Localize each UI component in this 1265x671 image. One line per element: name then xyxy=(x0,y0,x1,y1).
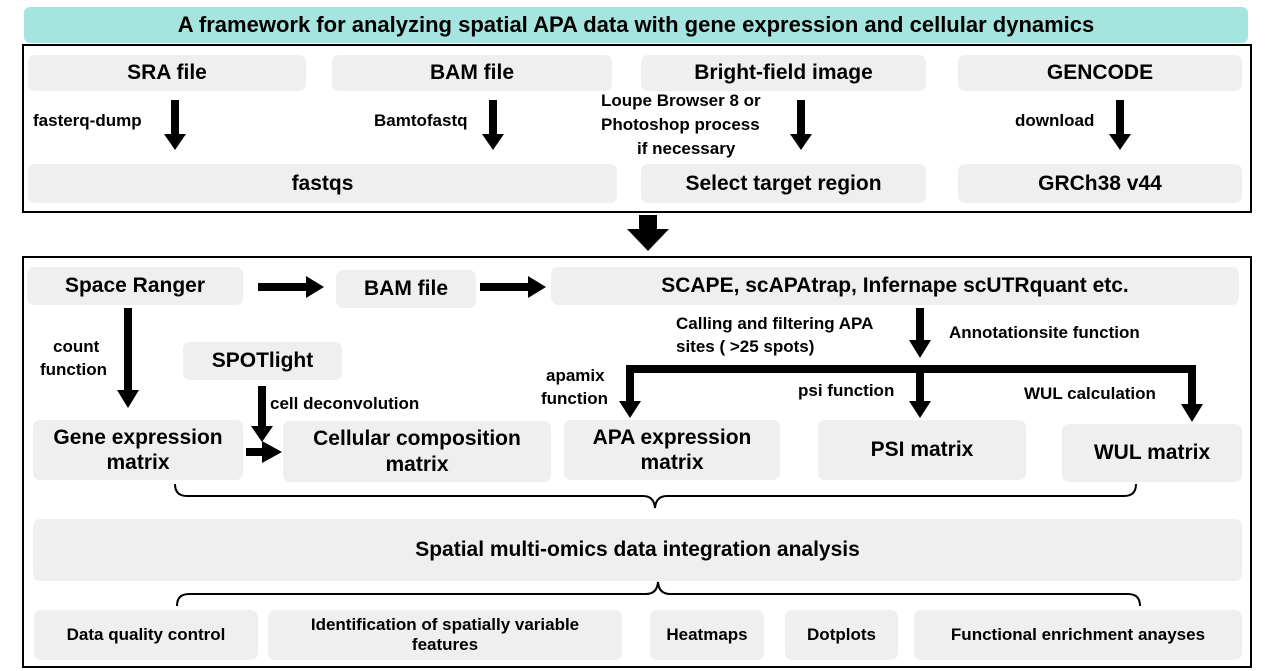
fastqs-label: fastqs xyxy=(291,171,354,195)
spatially-variable-line1: Identification of spatially variable xyxy=(310,614,580,634)
quality-control-box: Data quality control xyxy=(34,610,258,660)
spotlight-label: SPOTlight xyxy=(211,349,314,373)
heatmaps-label: Heatmaps xyxy=(666,624,748,644)
cell-deconvolution-label: cell deconvolution xyxy=(270,394,420,413)
gene-expression-matrix-box: Gene expression matrix xyxy=(33,420,243,480)
apa-expression-line1: APA expression xyxy=(592,425,752,449)
spatially-variable-box: Identification of spatially variable fea… xyxy=(268,610,622,660)
arrow-count-function xyxy=(117,308,139,408)
download-label: download xyxy=(1015,111,1095,130)
gene-expression-line2: matrix xyxy=(106,451,170,474)
arrow-bam-to-apa-tools xyxy=(480,276,546,298)
dotplots-box: Dotplots xyxy=(785,610,898,660)
quality-control-label: Data quality control xyxy=(66,624,226,644)
bam-file-top-label: BAM file xyxy=(430,61,514,85)
loupe-label-line1: Loupe Browser 8 or xyxy=(601,91,761,110)
wul-calculation-label: WUL calculation xyxy=(1024,384,1156,403)
select-target-box: Select target region xyxy=(641,164,926,203)
sra-file-box: SRA file xyxy=(28,55,306,91)
bright-field-box: Bright-field image xyxy=(641,55,926,91)
calling-filtering-line1: Calling and filtering APA xyxy=(676,314,874,333)
arrow-cell-deconvolution xyxy=(251,386,273,442)
bamtofastq-label: Bamtofastq xyxy=(374,111,468,130)
brace-analyses xyxy=(176,581,1141,607)
loupe-label-line2: Photoshop process xyxy=(601,115,760,134)
diagram-title: A framework for analyzing spatial APA da… xyxy=(24,7,1248,43)
gencode-box: GENCODE xyxy=(958,55,1242,91)
gencode-label: GENCODE xyxy=(1046,61,1154,85)
enrichment-label: Functional enrichment anayses xyxy=(950,624,1206,644)
count-function-line1: count xyxy=(53,337,100,356)
integration-analysis-label: Spatial multi-omics data integration ana… xyxy=(415,538,860,562)
bam-file-bottom-label: BAM file xyxy=(364,277,448,301)
arrow-bamtofastq xyxy=(482,100,504,150)
bam-file-box-bottom: BAM file xyxy=(336,270,476,308)
diagram-title-text: A framework for analyzing spatial APA da… xyxy=(177,12,1095,37)
cellular-composition-line1: Cellular composition xyxy=(313,427,521,451)
arrow-gene-to-cellular xyxy=(246,441,282,463)
integration-analysis-box: Spatial multi-omics data integration ana… xyxy=(33,519,1242,581)
annotationsite-label: Annotationsite function xyxy=(949,323,1140,342)
dotplots-label: Dotplots xyxy=(807,624,876,644)
bam-file-box-top: BAM file xyxy=(332,55,612,91)
bottom-section-frame xyxy=(22,256,1252,668)
bright-field-label: Bright-field image xyxy=(694,61,873,85)
cellular-composition-line2: matrix xyxy=(385,452,449,476)
apa-expression-matrix-box: APA expression matrix xyxy=(564,420,780,480)
loupe-label-line3: if necessary xyxy=(637,139,736,158)
arrow-loupe xyxy=(790,100,812,150)
sra-file-label: SRA file xyxy=(127,61,207,85)
spatially-variable-line2: features xyxy=(411,635,479,654)
arrow-download xyxy=(1109,100,1131,150)
calling-filtering-line2: sites ( >25 spots) xyxy=(676,337,815,356)
branch-bar xyxy=(626,365,1196,373)
arrow-apamix xyxy=(619,365,641,418)
wul-matrix-box: WUL matrix xyxy=(1062,424,1242,482)
arrow-calling-filtering xyxy=(909,308,931,358)
fastqs-box: fastqs xyxy=(28,164,617,203)
arrow-wul-calculation xyxy=(1181,365,1203,422)
fasterq-dump-label: fasterq-dump xyxy=(33,111,142,130)
grch38-box: GRCh38 v44 xyxy=(958,164,1242,203)
top-section-frame xyxy=(22,44,1252,213)
cellular-composition-matrix-box: Cellular composition matrix xyxy=(283,421,551,482)
select-target-label: Select target region xyxy=(685,171,882,195)
spotlight-box: SPOTlight xyxy=(183,342,342,380)
grch38-label: GRCh38 v44 xyxy=(1038,171,1162,195)
arrow-between-sections xyxy=(627,215,669,251)
arrow-fasterq-dump xyxy=(164,100,186,150)
psi-matrix-label: PSI matrix xyxy=(870,438,974,462)
psi-matrix-box: PSI matrix xyxy=(818,420,1026,480)
arrow-spaceranger-to-bam xyxy=(258,276,324,298)
apa-tools-label: SCAPE, scAPAtrap, Infernape scUTRquant e… xyxy=(661,274,1129,298)
enrichment-box: Functional enrichment anayses xyxy=(914,610,1242,660)
brace-matrices xyxy=(174,483,1137,509)
space-ranger-box: Space Ranger xyxy=(27,267,243,305)
arrow-psi-function xyxy=(909,365,931,418)
count-function-line2: function xyxy=(40,360,108,379)
apamix-function-line2: function xyxy=(541,389,609,408)
apa-expression-line2: matrix xyxy=(640,451,704,474)
space-ranger-label: Space Ranger xyxy=(64,274,206,298)
apamix-function-line1: apamix xyxy=(546,366,605,385)
heatmaps-box: Heatmaps xyxy=(650,610,764,660)
apa-tools-box: SCAPE, scAPAtrap, Infernape scUTRquant e… xyxy=(551,267,1239,305)
wul-matrix-label: WUL matrix xyxy=(1093,441,1211,465)
gene-expression-line1: Gene expression xyxy=(53,425,223,449)
psi-function-label: psi function xyxy=(798,381,895,400)
